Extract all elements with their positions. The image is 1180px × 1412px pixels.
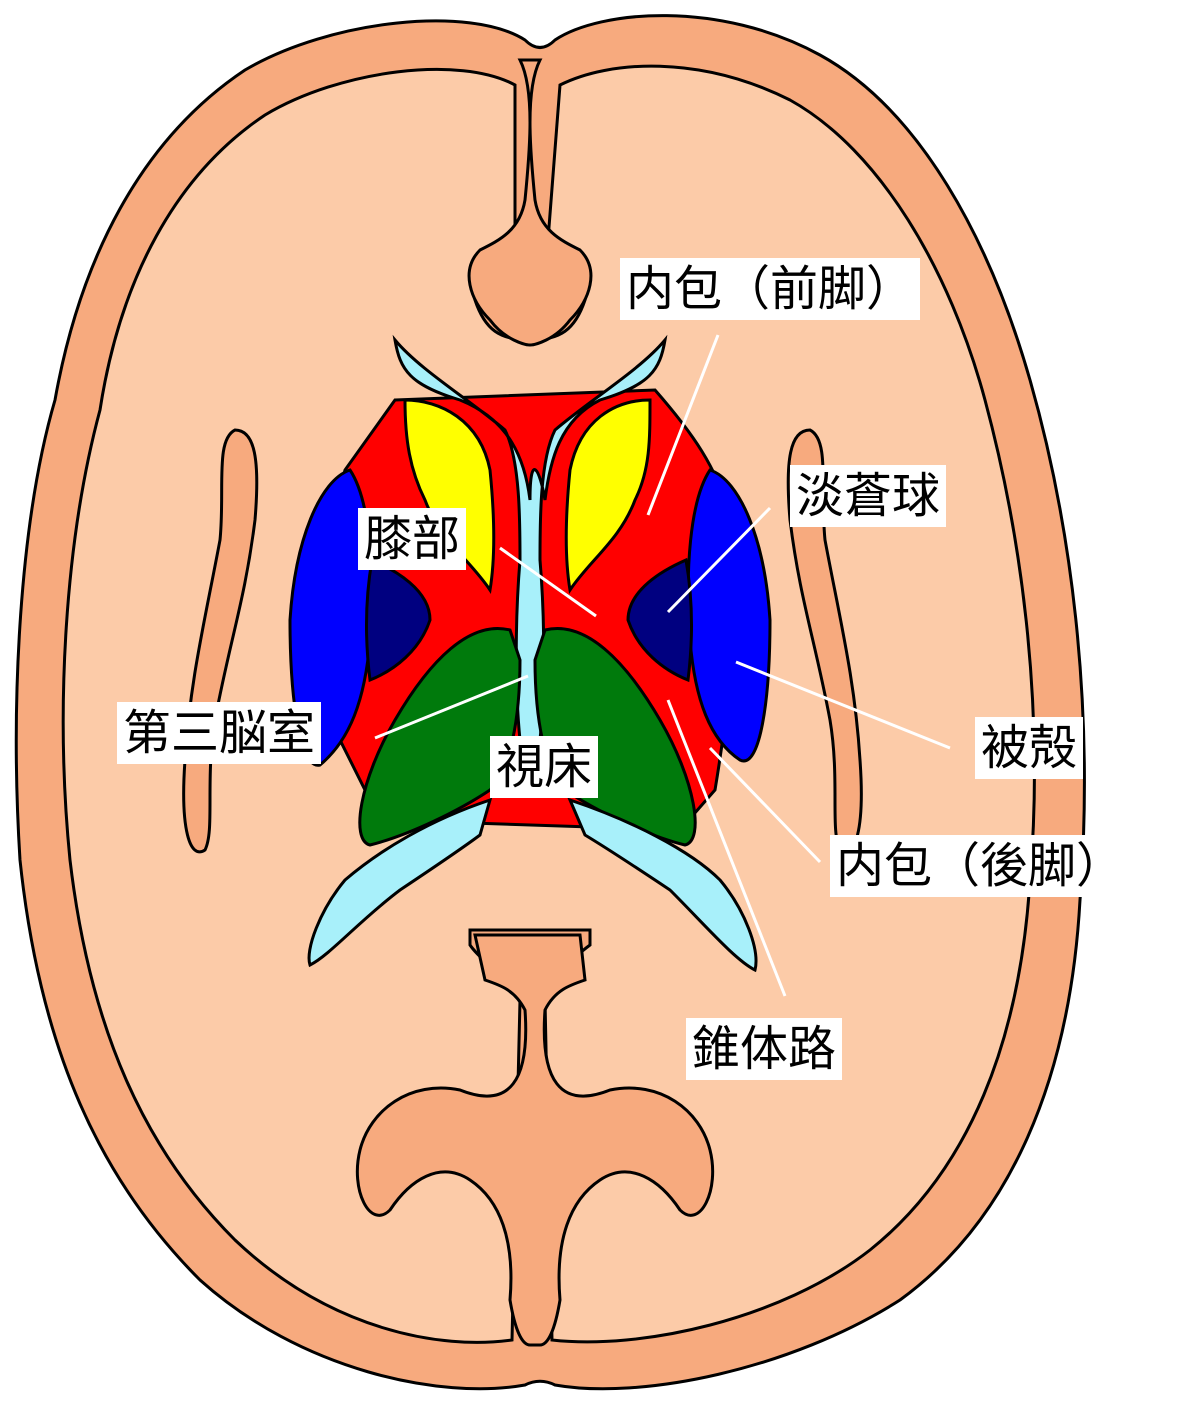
globus-pallidus-left bbox=[364, 557, 432, 683]
label-thalamus: 視床 bbox=[490, 736, 599, 798]
ventricle-posterior-left bbox=[307, 797, 493, 968]
leader-third-ventricle bbox=[374, 674, 529, 740]
occipital-gyri bbox=[355, 933, 715, 1347]
leader-globus-pallidus bbox=[666, 506, 772, 614]
leader-pyramidal-tract bbox=[666, 699, 787, 997]
label-globus-pallidus: 淡蒼球 bbox=[790, 465, 947, 527]
label-pyramidal-tract: 錐体路 bbox=[686, 1018, 843, 1080]
leader-anterior-limb bbox=[646, 334, 720, 516]
frontal-gyri bbox=[467, 58, 593, 347]
caudate-right bbox=[564, 398, 652, 594]
label-third-ventricle: 第三脳室 bbox=[117, 702, 322, 764]
leader-lines bbox=[374, 334, 951, 997]
label-genu: 膝部 bbox=[358, 508, 467, 570]
leader-putamen bbox=[735, 660, 951, 750]
ventricle-posterior-right bbox=[567, 797, 758, 973]
leader-genu bbox=[499, 546, 597, 618]
globus-pallidus-right bbox=[626, 557, 694, 683]
label-putamen: 被殻 bbox=[975, 717, 1084, 779]
label-internal-capsule-posterior: 内包（後脚） bbox=[830, 835, 1131, 897]
caudate-left bbox=[403, 398, 496, 594]
leader-posterior-limb bbox=[708, 746, 822, 864]
label-internal-capsule-anterior: 内包（前脚） bbox=[620, 258, 921, 320]
lateral-ventricle-anterior bbox=[392, 334, 668, 742]
